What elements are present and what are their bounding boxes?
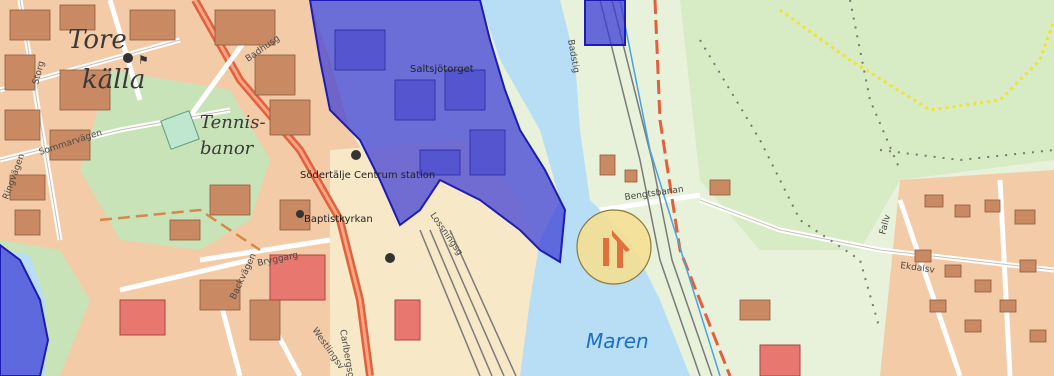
info-icon-tore[interactable] (123, 53, 133, 63)
bus-icon[interactable] (385, 253, 395, 263)
church-icon (296, 210, 304, 218)
buildings-east (599, 154, 1047, 343)
label-station: Södertälje Centrum station (300, 170, 435, 181)
street-ekdal: Ekdalsv (900, 261, 936, 276)
site-marker-buildings (603, 230, 630, 268)
highlight-zone-north (584, 0, 626, 46)
label-kalla: källa (82, 65, 145, 95)
parking-icon-station[interactable] (351, 150, 361, 160)
highlight-zone-west (0, 243, 50, 376)
flag-icon-tore: ⚑ (138, 53, 149, 67)
site-marker[interactable] (576, 209, 652, 285)
park-east (680, 0, 1054, 250)
buildings-west (4, 4, 311, 341)
label-maren: Maren (586, 329, 649, 353)
main-road-inner (193, 0, 372, 376)
label-saltsjotorget: Saltsjötorget (410, 64, 474, 75)
label-tore: Tore (68, 25, 127, 55)
label-tennis: Tennis- (200, 112, 266, 133)
urban-area-east (880, 170, 1054, 376)
buildings-in-zone (334, 29, 506, 176)
label-banor: banor (200, 138, 255, 159)
trail-yellow (779, 8, 1054, 112)
boundary-dashed (99, 208, 261, 252)
river-maren (480, 0, 690, 376)
rail-line-east (653, 0, 732, 376)
buildings-red (119, 254, 801, 376)
tennis-courts (160, 110, 200, 150)
canal-line (619, 0, 721, 376)
railway-tracks (419, 0, 713, 376)
label-baptistkyrkan: Baptistkyrkan (304, 214, 373, 225)
